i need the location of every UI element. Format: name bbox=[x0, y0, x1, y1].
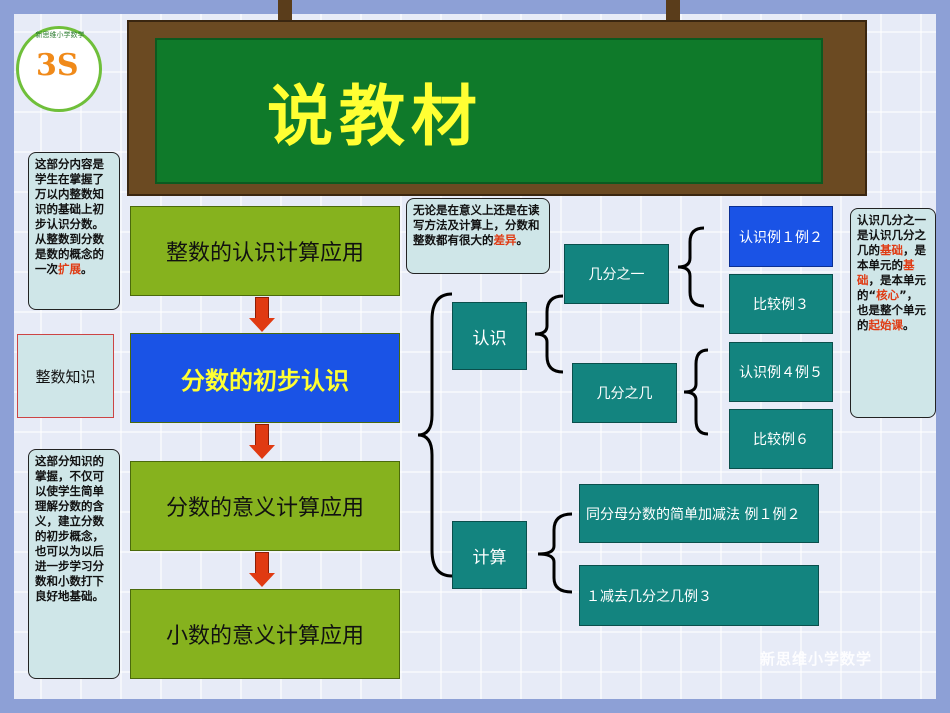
logo-text: 新思维小学数学 bbox=[24, 30, 96, 40]
brace-jisuan-icon bbox=[528, 508, 578, 598]
node-jifen-zhiji[interactable]: 几分之几 bbox=[572, 363, 677, 423]
frame-left bbox=[0, 0, 14, 713]
integer-knowledge-box: 整数知识 bbox=[17, 334, 114, 418]
callout-middle: 无论是在意义上还是在读写方法及计算上，分数和整数都有很大的差异。 bbox=[406, 198, 550, 274]
leaf-bijiao-li3[interactable]: 比较例３ bbox=[729, 274, 833, 334]
callout-right: 认识几分之一是认识几分之几的基础，是本单元的基础，是本单元的“核心”，也是整个单… bbox=[850, 208, 936, 418]
frame-top bbox=[0, 0, 950, 14]
leaf-renshi-li45[interactable]: 认识例４例５ bbox=[729, 342, 833, 402]
brace-renshi-icon bbox=[525, 292, 569, 376]
flow-box-fraction-intro[interactable]: 分数的初步认识 bbox=[130, 333, 400, 423]
watermark: 新思维小学数学 bbox=[760, 648, 872, 669]
arrow-shaft-2 bbox=[255, 424, 269, 446]
arrow-down-icon bbox=[249, 573, 275, 587]
leaf-bijiao-li6[interactable]: 比较例６ bbox=[729, 409, 833, 469]
arrow-shaft-3 bbox=[255, 552, 269, 574]
flow-box-decimal-label: 小数的意义计算应用 bbox=[166, 618, 364, 650]
flow-box-fraction-intro-label: 分数的初步认识 bbox=[181, 361, 349, 396]
callout-bottom-left: 这部分知识的掌握，不仅可以使学生简单理解分数的含义，建立分数的初步概念，也可以为… bbox=[28, 449, 120, 679]
node-renshi[interactable]: 认识 bbox=[452, 302, 527, 370]
board: 说教材 bbox=[155, 38, 823, 184]
integer-knowledge-label: 整数知识 bbox=[35, 366, 95, 387]
frame-right bbox=[936, 0, 950, 713]
frame-bottom bbox=[0, 699, 950, 713]
arrow-down-icon bbox=[249, 318, 275, 332]
leaf-calc-one-minus[interactable]: １减去几分之几例３ bbox=[579, 565, 819, 626]
flow-box-integer-label: 整数的认识计算应用 bbox=[166, 235, 364, 267]
logo-mark-icon: 3S bbox=[36, 48, 79, 83]
flow-box-integer[interactable]: 整数的认识计算应用 bbox=[130, 206, 400, 296]
arrow-shaft-1 bbox=[255, 297, 269, 319]
flow-box-fraction-meaning-label: 分数的意义计算应用 bbox=[166, 490, 364, 522]
leaf-renshi-li12[interactable]: 认识例１例２ bbox=[729, 206, 833, 267]
page-title: 说教材 bbox=[267, 63, 483, 159]
callout-top-left: 这部分内容是学生在掌握了万以内整数知识的基础上初步认识分数。从整数到分数是数的概… bbox=[28, 152, 120, 310]
flow-box-decimal[interactable]: 小数的意义计算应用 bbox=[130, 589, 400, 679]
leaf-calc-same-denominator[interactable]: 同分母分数的简单加减法 例１例２ bbox=[579, 484, 819, 543]
arrow-down-icon bbox=[249, 445, 275, 459]
brace-jifenzhiji-icon bbox=[678, 344, 712, 440]
brace-jifenzhiyi-icon bbox=[668, 222, 708, 312]
node-jisuan[interactable]: 计算 bbox=[452, 521, 527, 589]
node-jifen-zhiyi[interactable]: 几分之一 bbox=[564, 244, 669, 304]
flow-box-fraction-meaning[interactable]: 分数的意义计算应用 bbox=[130, 461, 400, 551]
